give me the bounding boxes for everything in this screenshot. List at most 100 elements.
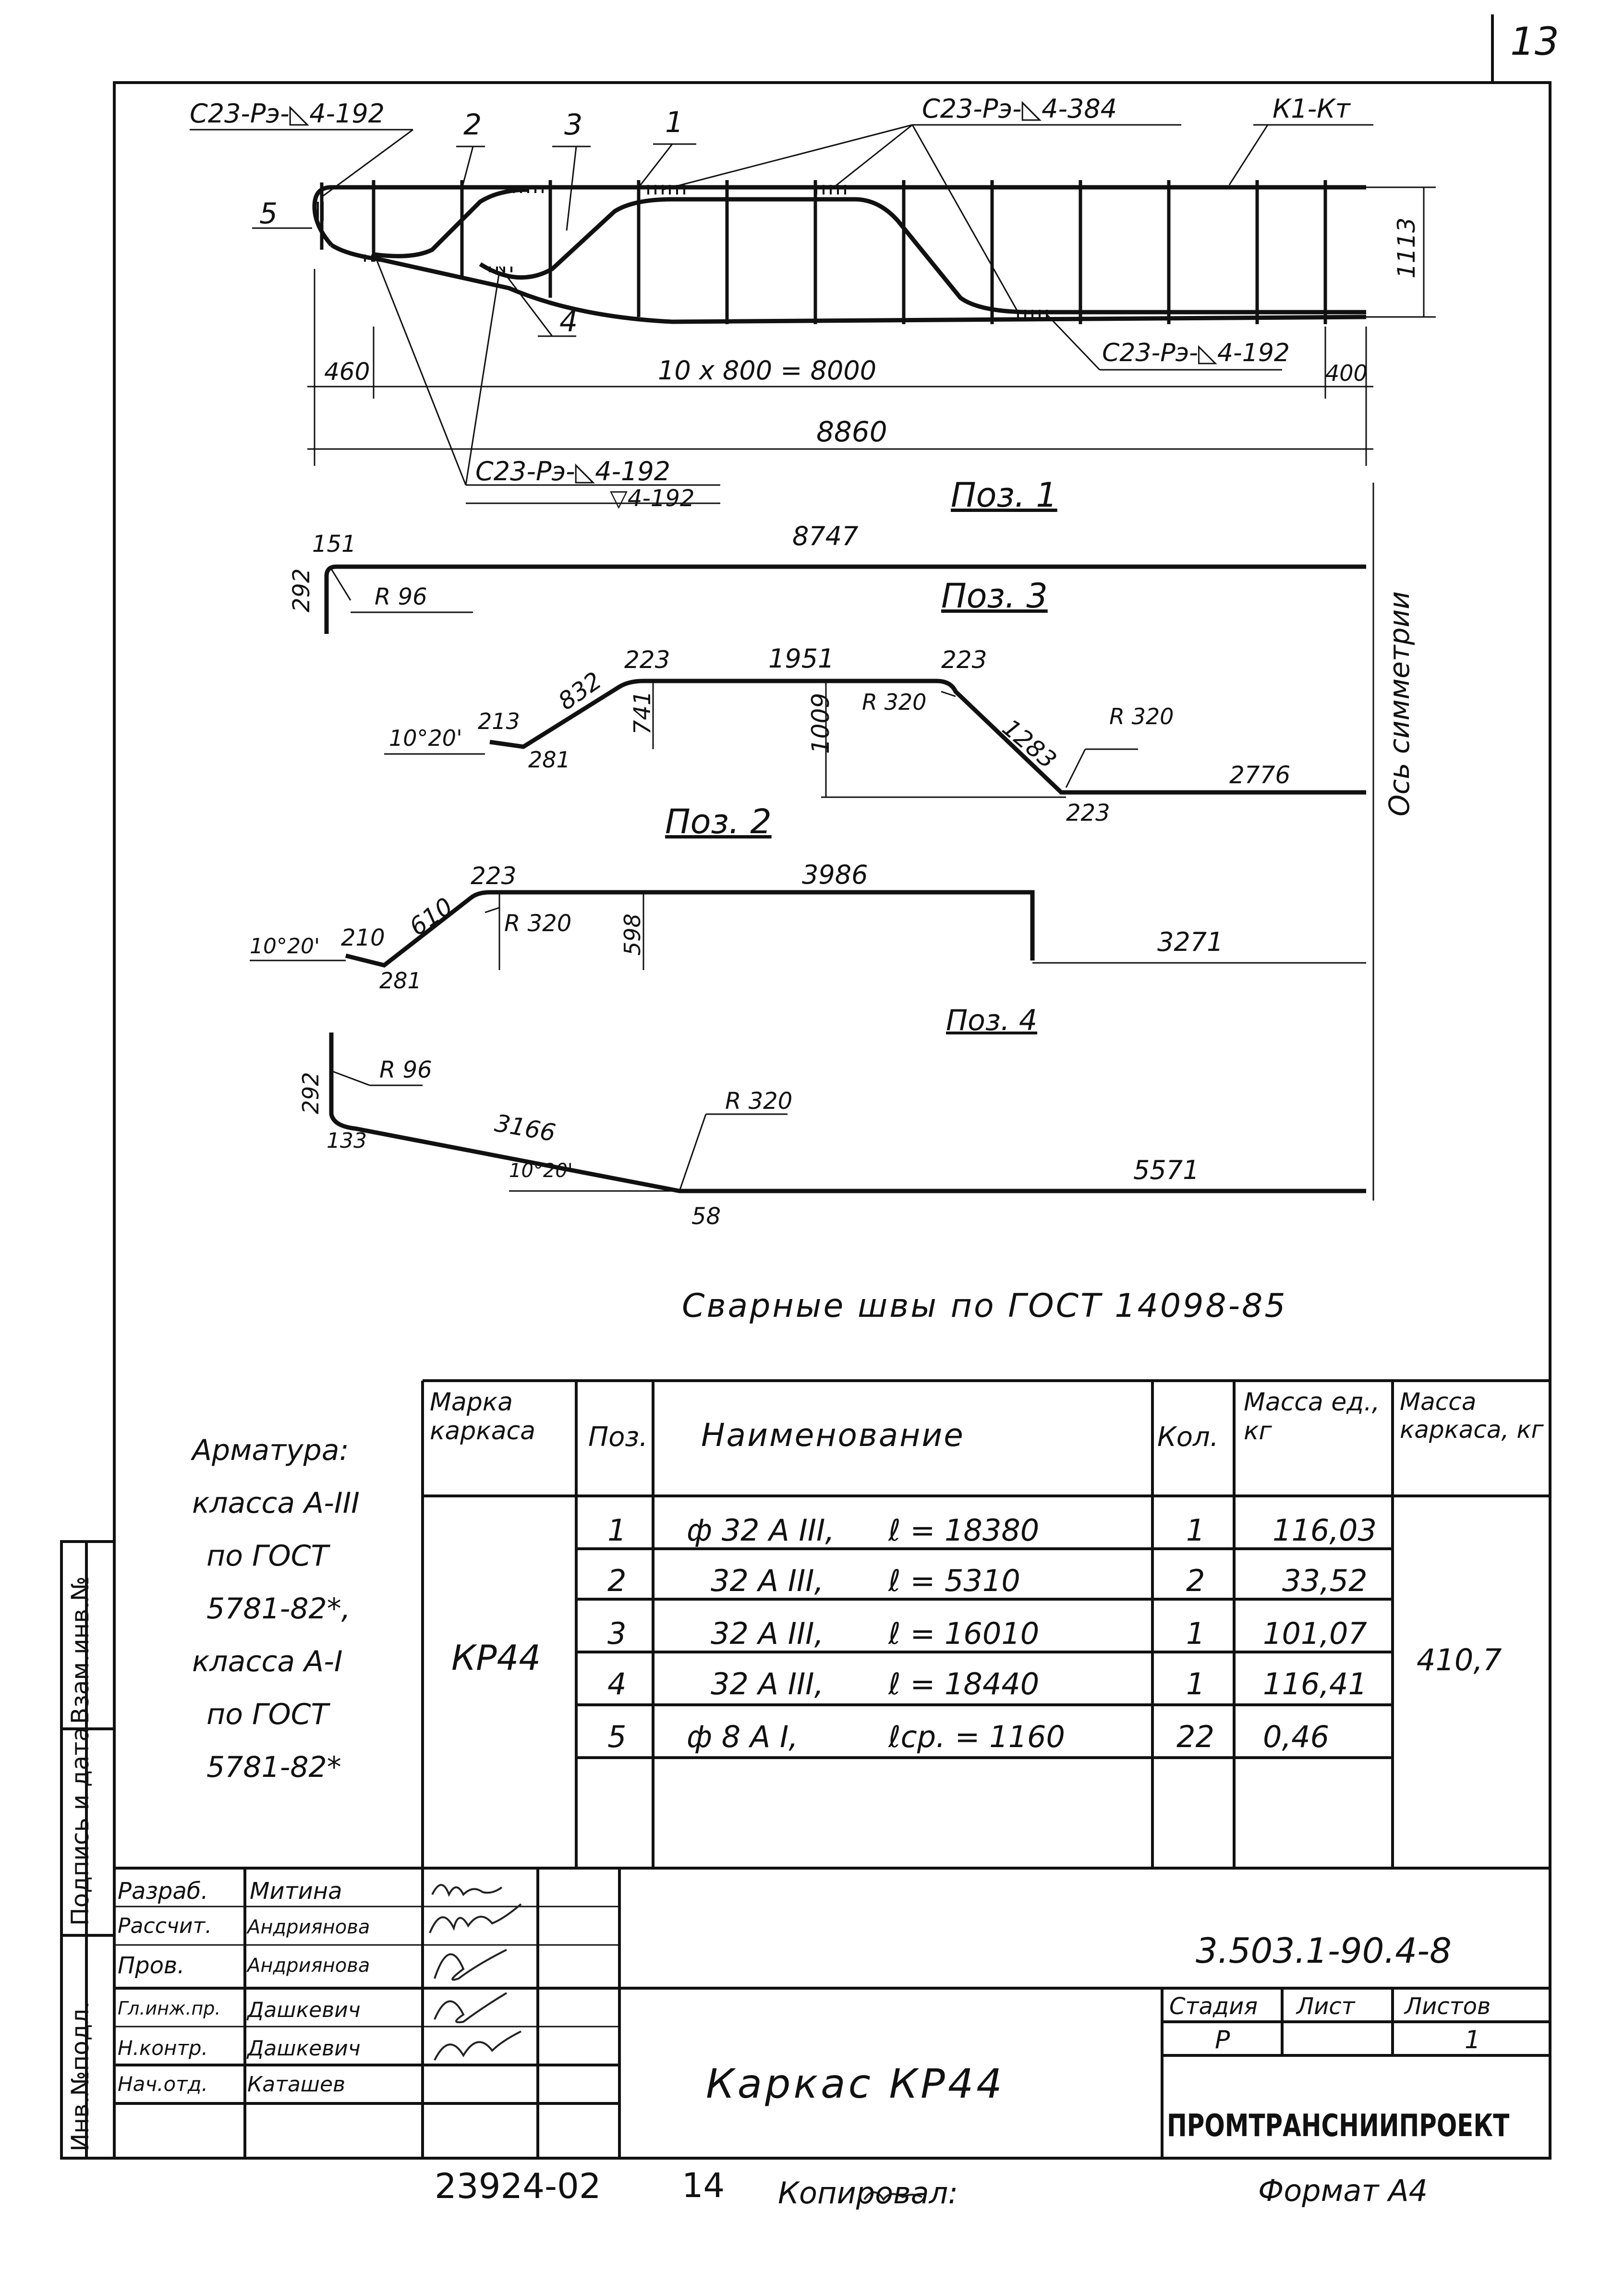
pos3-r1: R 320 [862,689,927,715]
pos2-e: 598 [619,913,645,956]
row-length: ℓ = 18440 [888,1666,1040,1701]
k1-callout: К1-Кт [1273,94,1350,124]
role-4: Н.контр. [118,2036,208,2060]
drawing-title: Каркас КР44 [706,2060,1005,2107]
dim-span: 10 х 800 = 8000 [658,355,877,386]
pos-label-2: 2 [463,108,482,142]
footer-format: Формат А4 [1258,2173,1428,2208]
frame-mark: КР44 [451,1638,541,1678]
material-note-1: класса А-III [192,1486,360,1520]
row-length: ℓ = 5310 [888,1563,1020,1598]
sheets-label: Листов [1405,1993,1491,2020]
pos3-angle: 10°20' [389,725,462,751]
pos4-c: 58 [691,1203,721,1230]
side-stamp-inv: Инв.№подл. [66,2001,94,2151]
pos3-g: 1009 [807,692,835,754]
pos-label-1: 1 [665,106,684,139]
pos2-angle: 10°20' [250,934,320,959]
th-unit-mass: Масса ед., кг [1244,1388,1380,1446]
pos4-r2: R 320 [725,1088,793,1115]
sheet-number: 13 [1510,19,1559,64]
dim-left: 460 [324,358,370,386]
name-1: Андриянова [247,1916,370,1938]
row-mass: 33,52 [1282,1563,1368,1598]
material-note-4: класса А-I [192,1645,343,1678]
material-note-3: 5781-82*, [206,1592,351,1626]
row-length: ℓ = 16010 [888,1616,1040,1651]
pos3-b: 281 [528,747,570,773]
pos2-title: Поз. 2 [665,802,772,841]
th-qty: Кол. [1157,1421,1219,1453]
sheets-value: 1 [1465,2026,1481,2054]
pos1-hook: 151 [312,531,356,558]
axis-label: Ось симметрии [1383,591,1416,816]
pos4-r1: R 96 [379,1057,432,1083]
row-pos: 5 [607,1719,627,1754]
pos2-g: 3271 [1157,927,1224,957]
pos3-j: 223 [1066,800,1110,826]
pos3-f: 1951 [768,644,835,674]
row-qty: 22 [1176,1719,1214,1754]
pos4-leg: 292 [298,1072,324,1114]
row-qty: 1 [1186,1513,1205,1548]
pos3-a: 213 [478,708,520,734]
pos-label-5: 5 [259,197,278,231]
footer-page: 14 [682,2166,725,2205]
role-2: Пров. [118,1952,185,1979]
material-note-6: 5781-82* [206,1750,341,1784]
row-mass: 101,07 [1263,1616,1367,1651]
pos-label-3: 3 [564,108,583,142]
role-5: Нач.отд. [118,2072,208,2096]
sheet-label: Лист [1297,1993,1355,2020]
side-stamp-sign: Подпись и дата [66,1726,94,1926]
frame-total-mass: 410,7 [1417,1642,1502,1677]
name-2: Андриянова [247,1955,370,1977]
row-name: ф 32 А III, [687,1513,835,1548]
pos1-title: Поз. 1 [951,475,1057,515]
weld-callout-bottom-2: ▽4-192 [610,485,695,512]
material-note-5: по ГОСТ [206,1698,329,1731]
pos3-e: 741 [629,691,656,735]
weld-callout-right-lower: С23-Рэ-◺4-192 [1102,339,1290,367]
pos2-a: 210 [341,924,385,951]
row-mass: 116,41 [1263,1666,1367,1701]
role-0: Разраб. [118,1878,208,1905]
pos4-title: Поз. 4 [946,1004,1038,1037]
cage-drawing [190,124,1436,1201]
name-3: Дашкевич [247,1998,361,2022]
weld-callout-top-right: С23-Рэ-◺4-384 [922,94,1117,124]
row-name: 32 А III, [711,1563,824,1598]
row-pos: 1 [607,1513,627,1548]
pos3-d: 223 [624,646,670,674]
side-stamp-replace: Взам.инв.№ [66,1576,94,1724]
row-length: ℓср. = 1160 [888,1719,1065,1754]
role-3: Гл.инж.пр. [118,1998,221,2019]
pos2-b: 281 [379,968,422,994]
dim-height: 1113 [1393,217,1420,279]
pos-label-4: 4 [559,305,578,339]
pos2-d: 223 [471,862,517,890]
signatures [429,1884,922,2201]
pos1-length: 8747 [792,521,859,551]
weld-note: Сварные швы по ГОСТ 14098-85 [682,1287,1287,1325]
th-frame-mass: Масса каркаса, кг [1400,1388,1544,1444]
stage-label: Стадия [1169,1993,1258,2020]
row-qty: 1 [1186,1616,1205,1651]
frame-lines [60,14,1552,2160]
pos2-r: R 320 [504,910,572,937]
row-name: ф 8 А I, [687,1719,798,1754]
row-mass: 116,03 [1273,1513,1377,1548]
weld-callout-top-left: С23-Рэ-◺4-192 [190,98,385,129]
row-mass: 0,46 [1263,1719,1330,1754]
name-4: Дашкевич [247,2036,361,2061]
th-pos: Поз. [588,1421,648,1453]
pos4-a: 133 [327,1129,367,1153]
name-0: Митина [250,1878,342,1905]
pos4-angle: 10°20' [509,1160,573,1182]
material-note-2: по ГОСТ [206,1539,329,1573]
pos1-radius: R 96 [375,583,427,610]
pos1-leg: 292 [288,568,315,612]
pos3-r2: R 320 [1109,704,1174,729]
pos2-f: 3986 [802,860,868,890]
